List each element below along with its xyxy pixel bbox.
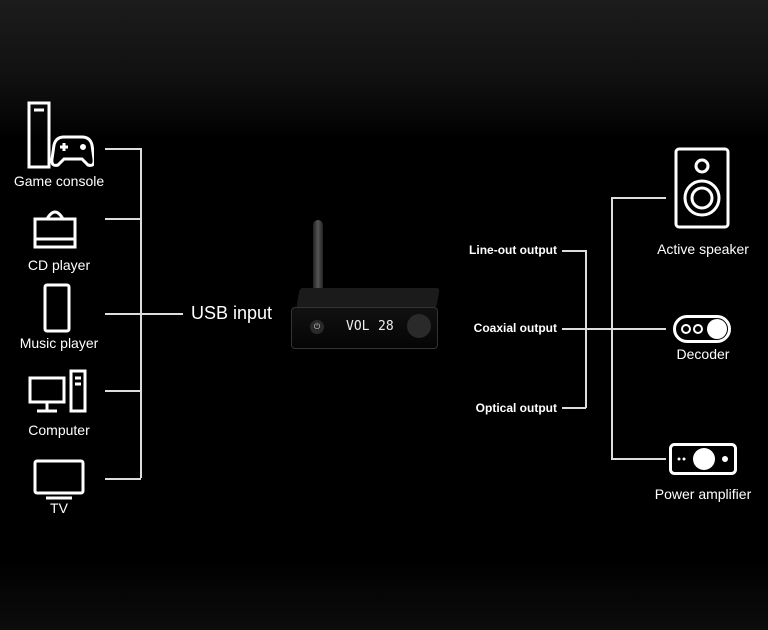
- destination-bracket: [611, 197, 613, 459]
- connector-line: [611, 458, 666, 460]
- input-label-cd-player: CD player: [27, 257, 91, 273]
- destination-label-amplifier: Power amplifier: [654, 486, 752, 502]
- connector-line: [562, 407, 586, 409]
- antenna: [313, 220, 323, 302]
- device-front: ⏻ VOL 28: [291, 307, 438, 349]
- output-label-optical: Optical output: [475, 401, 557, 415]
- game-console-icon: [27, 101, 94, 169]
- output-label-line-out: Line-out output: [469, 243, 557, 257]
- output-bracket: [585, 250, 587, 408]
- connector-line: [562, 250, 586, 252]
- navigation-pad: [407, 314, 431, 338]
- connector-line: [105, 313, 183, 315]
- computer-icon: [28, 369, 87, 413]
- display-right: 28: [378, 319, 394, 334]
- input-label-game-console: Game console: [13, 173, 105, 189]
- destination-label-decoder: Decoder: [676, 346, 730, 362]
- connector-line: [105, 390, 141, 392]
- input-label-tv: TV: [50, 500, 68, 516]
- connector-line: [105, 478, 141, 480]
- tv-icon: [33, 459, 85, 500]
- dac-device: ⏻ VOL 28: [288, 215, 440, 365]
- connector-line: [562, 328, 666, 330]
- music-player-icon: [43, 283, 71, 333]
- amplifier-icon: [669, 443, 737, 475]
- input-label-music-player: Music player: [19, 335, 99, 351]
- cd-player-icon: [33, 210, 77, 249]
- connector-line: [105, 218, 141, 220]
- connector-line: [105, 148, 141, 150]
- output-label-coaxial: Coaxial output: [473, 321, 557, 335]
- input-label-computer: Computer: [28, 422, 90, 438]
- usb-input-label: USB input: [191, 303, 273, 323]
- speaker-icon: [674, 147, 730, 229]
- power-button: ⏻: [310, 320, 324, 334]
- device-top: [296, 288, 440, 308]
- decoder-icon: [673, 315, 731, 343]
- destination-label-speaker: Active speaker: [657, 241, 749, 257]
- connector-line: [611, 197, 666, 199]
- display-left: VOL: [346, 319, 370, 334]
